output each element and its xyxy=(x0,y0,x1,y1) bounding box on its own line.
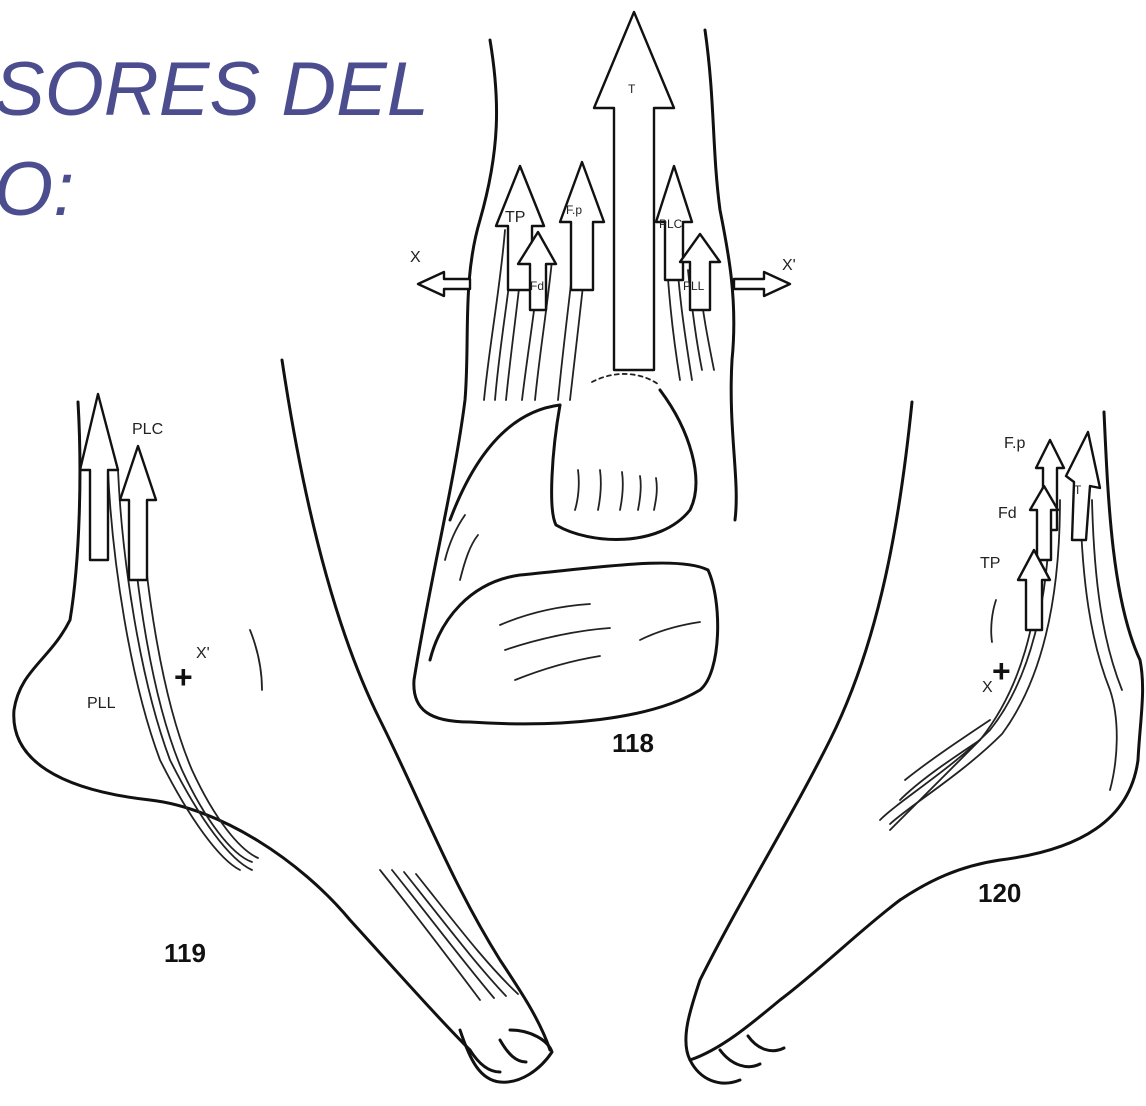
fig119-front-outline xyxy=(282,360,550,1050)
figure-118: T TP F.p Fd PLC PLL X X' 118 xyxy=(410,12,796,758)
fig120-label-Fd: Fd xyxy=(998,505,1017,522)
fig118-label-TP: TP xyxy=(505,209,525,226)
fig118-arrow-PLL xyxy=(680,234,720,310)
fig120-label-Fp: F.p xyxy=(1004,435,1025,452)
fig119-plus-marker: + xyxy=(174,659,193,695)
fig118-label-PLL: PLL xyxy=(683,279,705,293)
fig120-sole-outline xyxy=(690,900,900,1060)
fig118-number: 118 xyxy=(612,728,654,758)
fig120-front-outline xyxy=(686,402,912,1060)
fig118-sole-outline xyxy=(430,563,718,724)
fig120-arrow-T xyxy=(1066,432,1100,540)
fig118-label-Xprime: X' xyxy=(782,257,796,274)
fig120-toes-outline xyxy=(690,1036,784,1083)
fig118-heel-outline xyxy=(552,390,696,539)
fig119-skin-mark xyxy=(250,630,262,690)
fig120-plus-marker: + xyxy=(992,653,1011,689)
fig118-label-T: T xyxy=(628,82,636,96)
fig120-label-TP: TP xyxy=(980,555,1000,572)
fig118-skin-hatching xyxy=(445,470,700,680)
fig118-label-Fd: Fd xyxy=(530,279,544,293)
fig120-label-T: T xyxy=(1074,483,1082,497)
fig120-back-outline xyxy=(900,412,1143,900)
fig118-arrow-Fp xyxy=(560,162,604,290)
fig119-label-Xprime: X' xyxy=(196,645,210,662)
fig118-heel-ridge xyxy=(450,405,560,520)
fig119-tendons xyxy=(108,470,518,1000)
fig119-toes-outline xyxy=(460,1030,552,1082)
fig119-label-PLC: PLC xyxy=(132,421,163,438)
fig118-arrow-T xyxy=(594,12,674,370)
fig119-label-PLL: PLL xyxy=(87,695,116,712)
fig118-label-Fp: F.p xyxy=(566,203,582,217)
fig118-label-X: X xyxy=(410,249,421,266)
fig118-leg-left-outline xyxy=(414,40,497,722)
fig119-back-outline xyxy=(14,402,470,1050)
fig118-label-PLC: PLC xyxy=(659,217,683,231)
fig118-talus-dash xyxy=(592,374,658,384)
fig118-arrow-X xyxy=(418,272,470,296)
figure-120: F.p Fd TP T X + 120 xyxy=(686,402,1143,1083)
fig118-arrow-Xprime xyxy=(734,272,790,296)
fig120-number: 120 xyxy=(978,878,1021,908)
fig119-number: 119 xyxy=(164,938,206,968)
fig120-skin-mark xyxy=(991,600,996,642)
fig120-arrow-TP xyxy=(1018,550,1050,630)
